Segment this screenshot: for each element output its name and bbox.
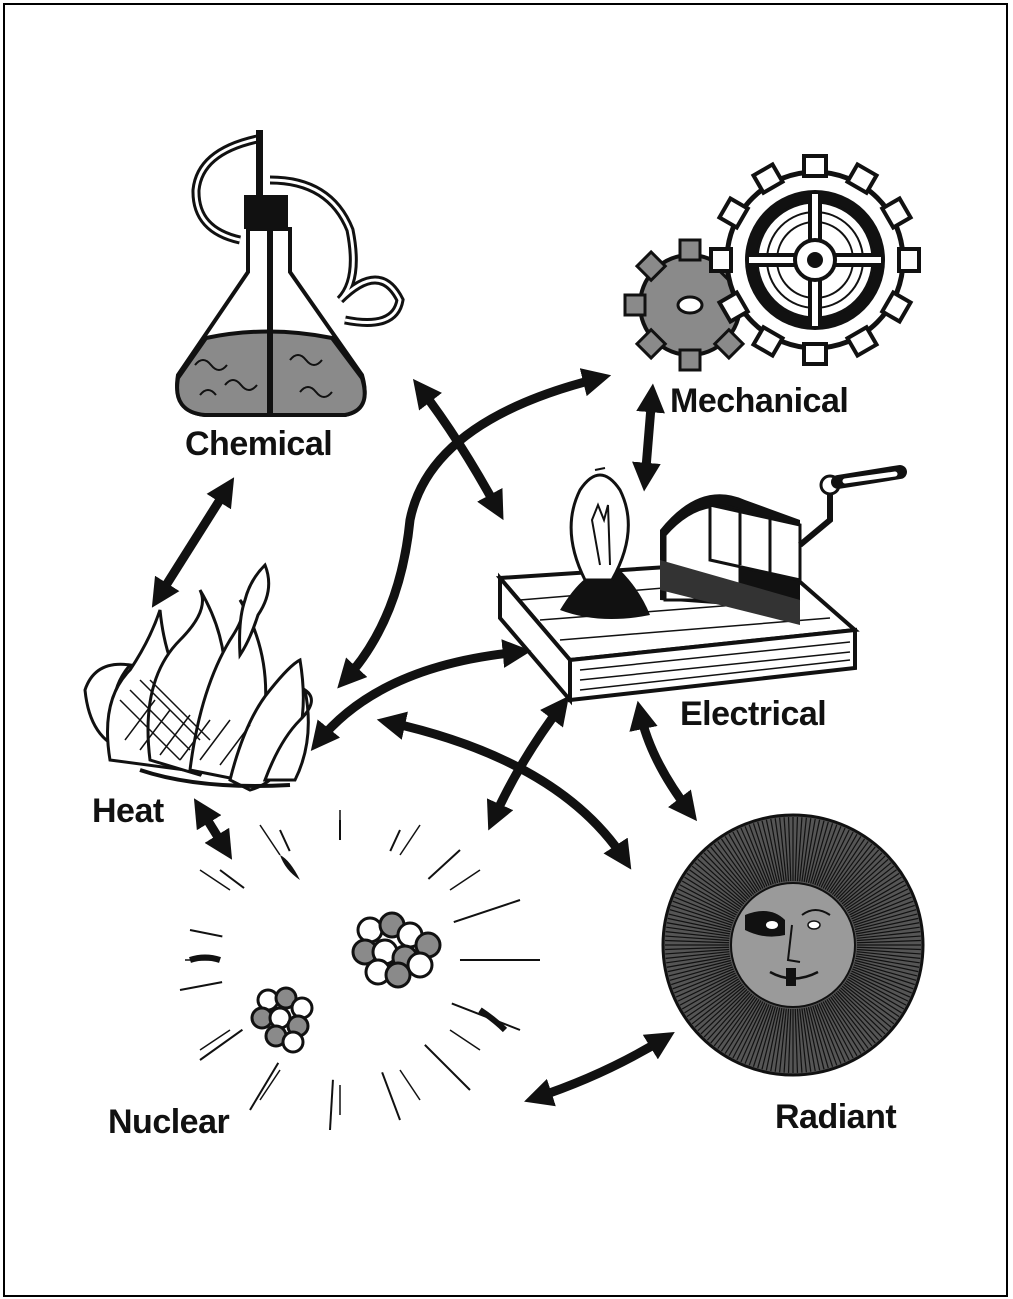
node-label-electrical: Electrical xyxy=(680,695,826,733)
node-label-heat: Heat xyxy=(92,792,164,830)
arrow-mechanical-electrical xyxy=(645,395,652,480)
fire-icon xyxy=(85,565,311,790)
arrow-nuclear-radiant xyxy=(535,1038,665,1098)
node-label-radiant: Radiant xyxy=(775,1098,896,1136)
node-label-mechanical: Mechanical xyxy=(670,382,848,420)
generator-bulb-icon xyxy=(500,468,900,700)
arrow-heat-nuclear xyxy=(200,808,226,850)
gears-icon xyxy=(625,156,919,370)
flask-icon xyxy=(177,130,400,415)
sun-icon xyxy=(663,815,923,1075)
arrow-heat-chemical xyxy=(158,487,228,598)
node-label-nuclear: Nuclear xyxy=(108,1103,229,1141)
node-label-chemical: Chemical xyxy=(185,425,332,463)
atom-split-icon xyxy=(180,810,540,1130)
arrow-chemical-electrical xyxy=(420,388,498,510)
